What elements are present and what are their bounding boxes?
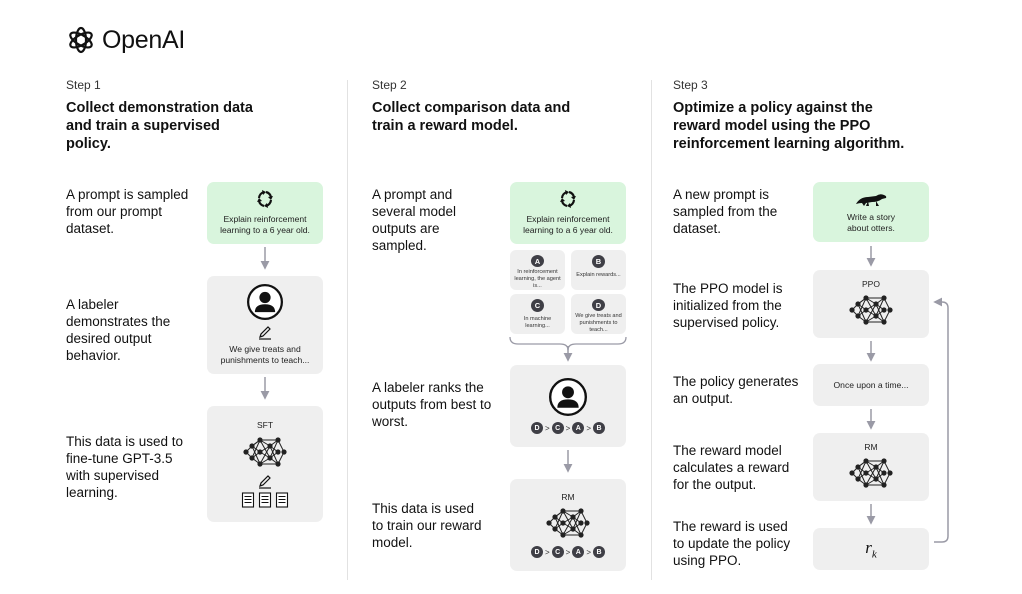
brand-name: OpenAI [102, 25, 185, 54]
model-label: RM [561, 492, 575, 502]
step-label: Step 2 [372, 78, 407, 92]
rank-separator: > [565, 547, 571, 557]
output-text: We give treats and punishments to teach.… [575, 313, 622, 333]
step-description: A labeler ranks the outputs from best to… [372, 380, 492, 429]
rank-letter: C [551, 546, 564, 558]
sft-model-box: SFT [207, 406, 323, 522]
rank-letter: B [593, 546, 605, 558]
document-stack-icon [241, 492, 289, 508]
recycle-arrows-icon [559, 190, 577, 208]
flow-arrow [866, 341, 876, 362]
output-card-c: C In machine learning... [510, 294, 565, 334]
reward-model-box: RM [813, 433, 929, 501]
step-title: Collect comparison data and train a rewa… [372, 100, 571, 134]
model-label: SFT [256, 420, 274, 430]
prompt-text: Explain reinforcement learning to a 6 ye… [220, 214, 310, 235]
reward-model-box: RM D > C > A > B [510, 479, 626, 571]
output-letter: C [531, 299, 544, 312]
step-description: The reward is used to update the policy … [673, 519, 791, 568]
model-label: PPO [862, 278, 880, 289]
step-description: This data is used to train our reward mo… [372, 501, 482, 550]
output-text: Once upon a time... [833, 379, 909, 390]
neural-network-icon [848, 457, 894, 488]
step-description: A prompt and several model outputs are s… [372, 187, 457, 253]
openai-logo-icon [69, 26, 93, 54]
ppo-policy-box: PPO [813, 270, 929, 338]
output-letter: D [592, 299, 605, 311]
ranking-order: D > C > A > B [530, 422, 605, 434]
rank-separator: > [586, 547, 591, 557]
labeler-box: We give treats and punishments to teach.… [207, 276, 323, 374]
openai-logo: OpenAI [66, 24, 185, 56]
reward-subscript: k [871, 548, 877, 561]
output-letter: B [592, 255, 605, 268]
output-card-d: D We give treats and punishments to teac… [571, 294, 626, 334]
ranking-box: D > C > A > B [510, 365, 626, 447]
prompt-box: Explain reinforcement learning to a 6 ye… [510, 182, 626, 244]
person-icon [247, 284, 283, 320]
policy-output-box: Once upon a time... [813, 364, 929, 406]
neural-network-icon [242, 436, 288, 468]
pencil-icon [258, 326, 272, 340]
column-divider [651, 80, 652, 580]
prompt-text: Explain reinforcement learning to a 6 ye… [523, 214, 613, 235]
reward-letter: r [865, 537, 872, 557]
prompt-text: Write a story about otters. [846, 211, 896, 233]
bracket-arrow [509, 336, 627, 362]
output-card-a: A In reinforcement learning, the agent i… [510, 250, 565, 290]
feedback-loop-arrow [933, 297, 949, 543]
neural-network-icon [545, 507, 591, 539]
step-description: This data is used to fine-tune GPT-3.5 w… [66, 434, 184, 500]
step-title: Optimize a policy against the reward mod… [673, 100, 905, 152]
step-label: Step 3 [673, 78, 708, 92]
output-text: Explain rewards... [576, 272, 621, 278]
output-text: In reinforcement learning, the agent is.… [514, 269, 561, 289]
rank-separator: > [544, 423, 550, 433]
step-label: Step 1 [66, 78, 101, 92]
model-label: RM [864, 441, 878, 452]
step-title: Collect demonstration data and train a s… [66, 100, 253, 152]
reward-symbol: rk [865, 538, 877, 560]
step-description: The PPO model is initialized from the su… [673, 281, 783, 330]
ranking-order: D > C > A > B [530, 546, 605, 558]
person-icon [549, 378, 587, 416]
rank-letter: A [572, 422, 585, 434]
flow-arrow [260, 377, 270, 400]
rank-letter: A [572, 546, 585, 558]
rank-letter: D [530, 546, 543, 558]
output-text: In machine learning... [523, 316, 552, 329]
recycle-arrows-icon [256, 190, 274, 208]
step-description: A prompt is sampled from our prompt data… [66, 187, 189, 236]
rank-letter: C [551, 422, 564, 434]
rank-letter: B [593, 422, 605, 434]
flow-arrow [866, 409, 876, 430]
reward-box: rk [813, 528, 929, 570]
rank-separator: > [586, 423, 591, 433]
flow-arrow [866, 246, 876, 267]
pencil-icon [258, 475, 272, 489]
flow-arrow [866, 504, 876, 525]
prompt-box: Write a story about otters. [813, 182, 929, 242]
neural-network-icon [848, 294, 894, 325]
column-divider [347, 80, 348, 580]
prompt-box: Explain reinforcement learning to a 6 ye… [207, 182, 323, 244]
rank-separator: > [565, 423, 571, 433]
step-description: A new prompt is sampled from the dataset… [673, 187, 778, 236]
step-description: The reward model calculates a reward for… [673, 443, 790, 492]
demonstration-text: We give treats and punishments to teach.… [220, 344, 310, 365]
output-letter: A [531, 255, 544, 267]
flow-arrow [260, 247, 270, 270]
step-description: The policy generates an output. [673, 374, 799, 406]
step-description: A labeler demonstrates the desired outpu… [66, 297, 171, 363]
rank-separator: > [544, 547, 550, 557]
flow-arrow [563, 450, 573, 473]
output-card-b: B Explain rewards... [571, 250, 626, 290]
otter-icon [856, 193, 887, 206]
rank-letter: D [530, 422, 543, 434]
